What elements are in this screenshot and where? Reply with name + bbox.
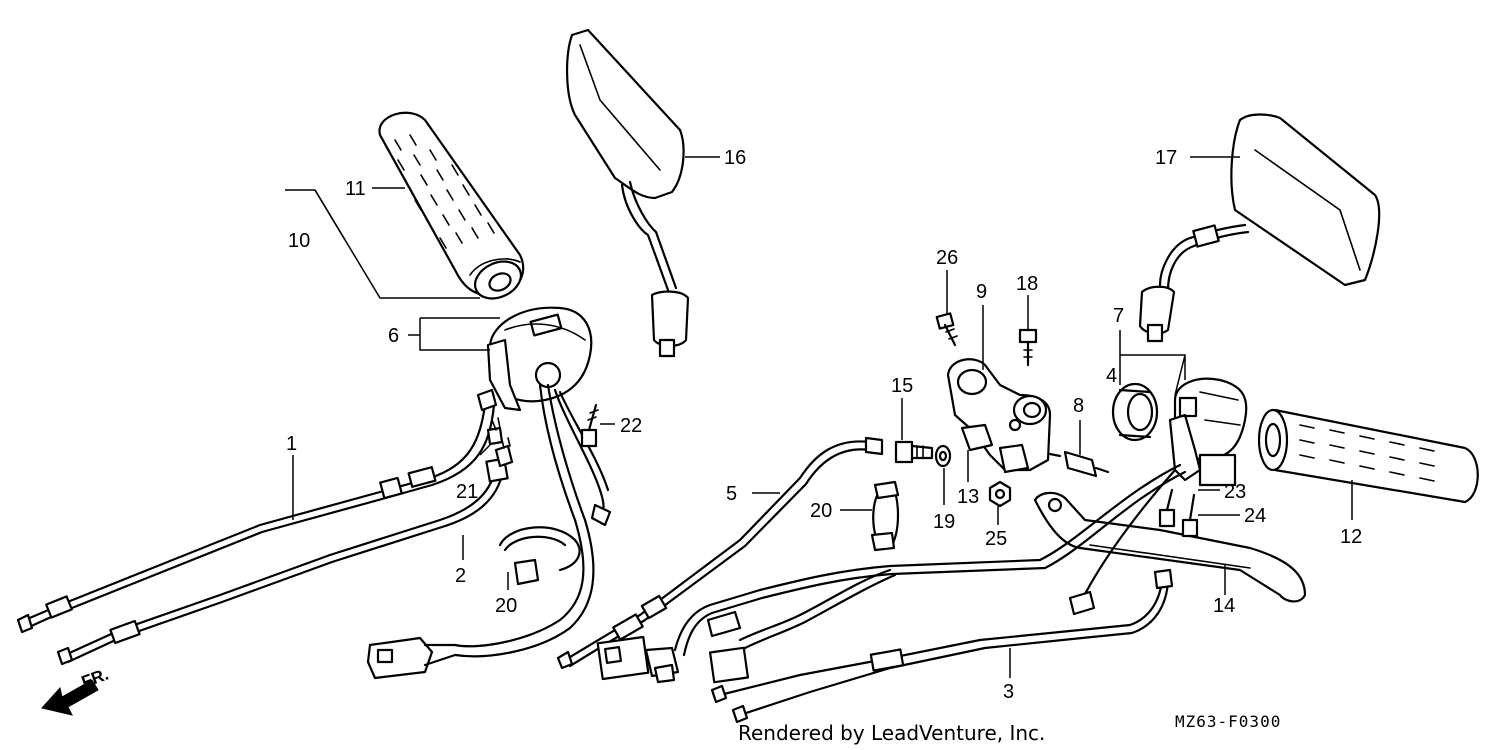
render-credit: Rendered by LeadVenture, Inc. [738,721,1045,745]
lever-bracket [946,358,1052,474]
diagram-code: MZ63-F0300 [1175,712,1281,731]
left-switch-wiring [366,383,612,680]
callout-19: 19 [933,511,955,533]
callout-20-left: 20 [495,595,517,617]
callout-25: 25 [985,528,1007,550]
throttle-cable-b [56,457,509,666]
cable-band-right [870,480,900,552]
callout-8: 8 [1073,395,1084,417]
callout-21: 21 [456,481,478,503]
collar-4 [1111,382,1159,442]
callout-7: 7 [1113,305,1124,327]
callout-16: 16 [724,147,746,169]
screw-18 [1018,328,1038,367]
callouts: 1 2 3 4 5 6 7 8 9 10 11 12 13 14 15 16 1… [286,147,1362,703]
callout-12: 12 [1340,526,1362,548]
clutch-cable-3 [710,568,1174,724]
callout-11: 11 [345,178,366,200]
callout-22: 22 [620,415,642,437]
callout-10: 10 [288,230,310,252]
callout-23: 23 [1224,481,1246,503]
right-switch-housing [1168,377,1248,487]
screw-22 [580,403,599,448]
callout-14: 14 [1213,595,1235,617]
front-direction-arrow: FR. [41,665,111,716]
right-grip [1257,408,1479,504]
callout-24: 24 [1244,505,1266,527]
callout-4: 4 [1106,365,1117,387]
callout-3: 3 [1003,681,1014,703]
pivot-bolt-15 [894,440,934,464]
leader-lines [285,156,1353,678]
left-switch-housing [486,306,593,412]
callout-5: 5 [726,483,737,505]
callout-2: 2 [455,565,466,587]
cable-adjuster-21 [486,417,514,468]
callout-6: 6 [388,325,399,347]
choke-cable-5 [556,436,884,670]
callout-13: 13 [957,486,979,508]
callout-15: 15 [891,375,913,397]
callout-18: 18 [1016,273,1038,295]
callout-1: 1 [286,433,297,455]
clutch-switch-8 [1048,450,1110,478]
throttle-cable-a [16,388,498,634]
callout-9: 9 [976,281,987,303]
screw-24 [1181,493,1199,538]
right-mirror [1138,113,1381,343]
callout-26: 26 [936,247,958,269]
washer-19 [934,444,952,468]
nut-25 [988,480,1012,508]
cable-band-left [498,526,581,586]
front-direction-label: FR. [79,665,111,692]
screw-23 [1158,488,1176,528]
callout-20-right: 20 [810,500,832,522]
callout-17: 17 [1155,147,1177,169]
left-throttle-grip [378,111,525,300]
screw-26 [935,312,958,347]
left-mirror [566,28,690,358]
right-switch-wiring [596,463,1187,684]
